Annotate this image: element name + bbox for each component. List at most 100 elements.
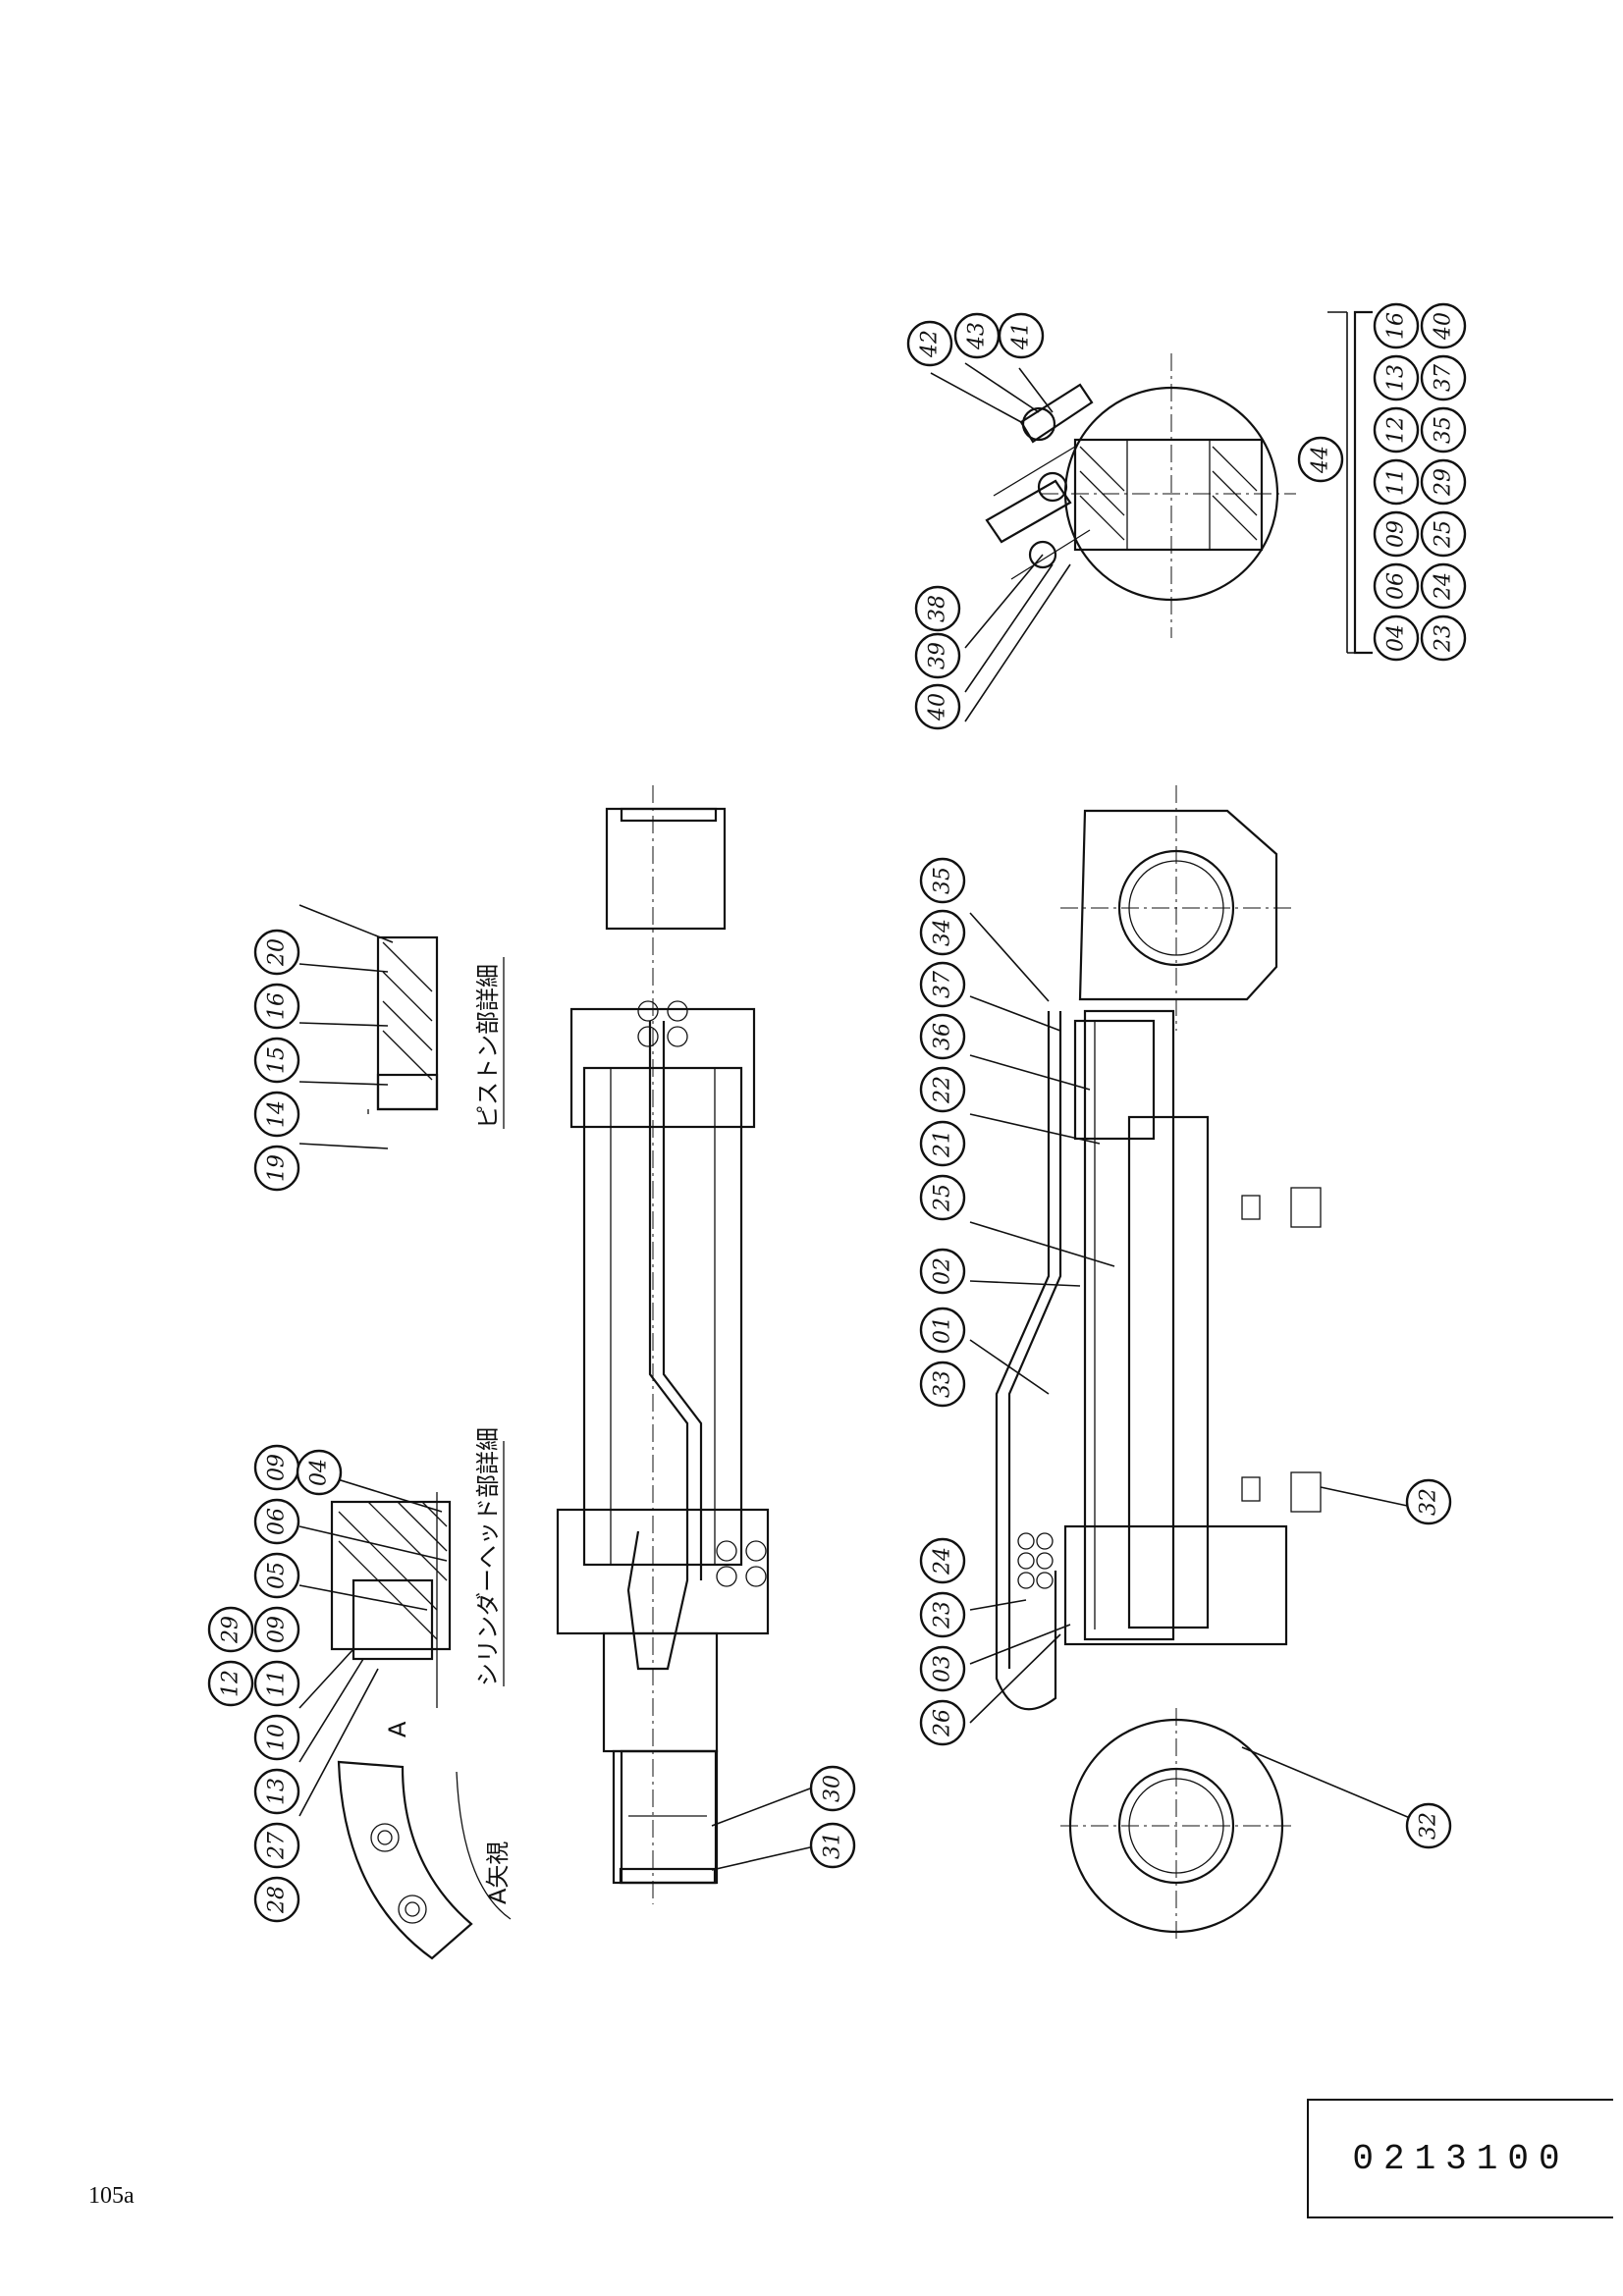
svg-text:34: 34 <box>931 919 955 946</box>
part-balloon-24: 24 <box>919 1537 966 1584</box>
drawing-number: 0213100 <box>1352 2138 1570 2179</box>
part-balloon-10: 10 <box>253 1714 300 1761</box>
svg-text:40: 40 <box>1432 312 1456 341</box>
part-balloon-35: 35 <box>919 857 966 904</box>
drawing-number-box: 0213100 <box>1307 2099 1613 2218</box>
svg-text:A矢視: A矢視 <box>484 1842 512 1904</box>
kit-44-member: 11 <box>1373 458 1420 506</box>
svg-text:32: 32 <box>1417 1488 1441 1516</box>
svg-text:40: 40 <box>926 693 950 721</box>
part-balloon-01: 01 <box>919 1307 966 1354</box>
svg-text:14: 14 <box>265 1100 290 1128</box>
part-balloon-09-b: 09 <box>253 1606 300 1653</box>
kit-44-member: 13 <box>1373 354 1420 401</box>
part-balloon-28: 28 <box>253 1876 300 1923</box>
kit-44-member: 35 <box>1420 406 1467 454</box>
part-balloon-16: 16 <box>253 983 300 1030</box>
svg-text:23: 23 <box>931 1601 955 1629</box>
part-balloon-06: 06 <box>253 1498 300 1545</box>
part-balloon-39: 39 <box>914 632 961 679</box>
svg-text:28: 28 <box>265 1886 290 1914</box>
svg-text:09: 09 <box>1384 520 1409 548</box>
part-balloon-21: 21 <box>919 1120 966 1167</box>
svg-text:30: 30 <box>821 1775 845 1802</box>
kit-44-member: 37 <box>1420 354 1467 401</box>
part-balloon-09-a: 09 <box>253 1444 300 1491</box>
svg-text:35: 35 <box>931 867 955 894</box>
svg-text:42: 42 <box>918 330 943 358</box>
part-balloon-37: 37 <box>919 961 966 1008</box>
svg-text:10: 10 <box>265 1724 290 1751</box>
svg-text:24: 24 <box>931 1547 955 1575</box>
svg-text:A: A <box>384 1721 411 1737</box>
end-view <box>985 353 1296 638</box>
kit-44-member: 29 <box>1420 458 1467 506</box>
svg-text:04: 04 <box>307 1459 332 1486</box>
svg-text:37: 37 <box>1432 364 1456 392</box>
kit-44-member: 16 <box>1373 302 1420 349</box>
part-balloons: 42 43 41 38 39 40 44 04 06 09 11 12 13 1… <box>207 302 1467 1923</box>
svg-text:25: 25 <box>931 1184 955 1212</box>
svg-text:33: 33 <box>931 1370 955 1398</box>
page-reference: 105a <box>88 2183 135 2209</box>
part-balloon-42: 42 <box>906 320 953 367</box>
kit-44-member: 24 <box>1420 562 1467 610</box>
svg-text:11: 11 <box>265 1670 290 1697</box>
part-balloon-43: 43 <box>953 312 1001 359</box>
part-balloon-31: 31 <box>809 1822 856 1869</box>
svg-text:37: 37 <box>931 971 955 998</box>
svg-text:44: 44 <box>1309 446 1333 474</box>
svg-text:23: 23 <box>1432 624 1456 653</box>
svg-text:25: 25 <box>1432 520 1456 549</box>
svg-text:29: 29 <box>1432 468 1456 497</box>
svg-text:20: 20 <box>265 938 290 967</box>
part-balloon-22: 22 <box>919 1066 966 1113</box>
part-balloon-12: 12 <box>207 1660 254 1707</box>
svg-text:ピストン部詳細: ピストン部詳細 <box>474 964 502 1129</box>
part-balloon-25: 25 <box>919 1174 966 1221</box>
svg-text:16: 16 <box>265 992 290 1020</box>
kit-44-member: 40 <box>1420 302 1467 349</box>
view-a-marker: A <box>384 1721 411 1737</box>
part-balloon-44: 44 <box>1297 436 1344 483</box>
leader-lines <box>298 311 1430 1871</box>
svg-text:19: 19 <box>265 1154 290 1182</box>
cylinder-side-view <box>556 785 770 1904</box>
svg-text:26: 26 <box>931 1709 955 1737</box>
view-a <box>337 1760 512 1960</box>
svg-text:16: 16 <box>1384 312 1409 340</box>
part-balloon-32-lower: 32 <box>1405 1802 1452 1849</box>
part-balloon-04: 04 <box>296 1449 343 1496</box>
part-balloon-14: 14 <box>253 1091 300 1138</box>
part-balloon-13: 13 <box>253 1768 300 1815</box>
svg-text:29: 29 <box>219 1616 243 1644</box>
svg-text:12: 12 <box>219 1670 243 1697</box>
kit-44-member: 09 <box>1373 510 1420 558</box>
svg-text:22: 22 <box>931 1076 955 1104</box>
svg-text:15: 15 <box>265 1046 290 1074</box>
svg-text:36: 36 <box>931 1023 955 1050</box>
svg-text:09: 09 <box>265 1454 290 1481</box>
kit-44-member: 25 <box>1420 510 1467 558</box>
cylinder-head-detail <box>330 1492 452 1708</box>
kit-44-member: 06 <box>1373 562 1420 610</box>
svg-text:31: 31 <box>821 1832 845 1859</box>
part-balloon-33: 33 <box>919 1361 966 1408</box>
view-a-title: A矢視 <box>484 1842 512 1904</box>
part-balloon-26: 26 <box>919 1699 966 1746</box>
svg-text:12: 12 <box>1384 416 1409 444</box>
part-balloon-23: 23 <box>919 1591 966 1638</box>
svg-text:32: 32 <box>1417 1812 1441 1840</box>
part-balloon-15: 15 <box>253 1037 300 1084</box>
svg-text:05: 05 <box>265 1562 290 1589</box>
part-balloon-20: 20 <box>253 929 300 976</box>
kit-44-member: 12 <box>1373 406 1420 454</box>
svg-text:13: 13 <box>1384 364 1409 392</box>
part-balloon-19: 19 <box>253 1145 300 1192</box>
piston-detail <box>367 935 439 1114</box>
part-balloon-11: 11 <box>253 1660 300 1707</box>
svg-text:11: 11 <box>1384 468 1409 496</box>
part-balloon-27: 27 <box>253 1822 300 1869</box>
kit-44-member: 23 <box>1420 614 1467 662</box>
